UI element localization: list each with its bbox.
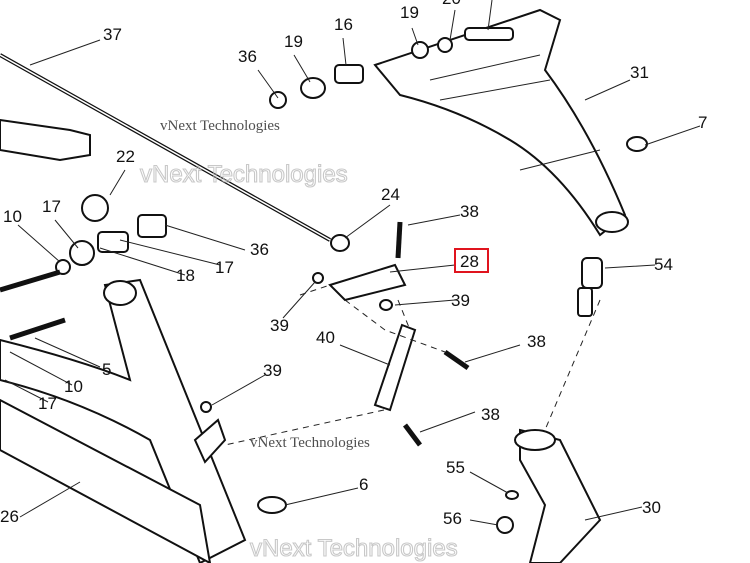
callout-38[interactable]: 38 xyxy=(460,202,479,221)
callout-54[interactable]: 54 xyxy=(654,255,673,274)
callout-17[interactable]: 17 xyxy=(42,197,61,216)
callout-39[interactable]: 39 xyxy=(451,291,470,310)
callout-19[interactable]: 19 xyxy=(400,3,419,22)
callout-16[interactable]: 16 xyxy=(334,15,353,34)
callout-28[interactable]: 28 xyxy=(460,252,479,271)
callout-39[interactable]: 39 xyxy=(270,316,289,335)
upper-a-arm-31 xyxy=(373,8,629,237)
callout-40[interactable]: 40 xyxy=(316,328,335,347)
watermark-outline-bottom: vNext Technologies xyxy=(250,535,458,562)
callout-31[interactable]: 31 xyxy=(630,63,649,82)
watermark-serif-bottom: vNext Technologies xyxy=(250,435,370,451)
callout-36[interactable]: 36 xyxy=(238,47,257,66)
callout-10[interactable]: 10 xyxy=(3,207,22,226)
callout-5[interactable]: 5 xyxy=(102,360,111,379)
bushing-stack-left xyxy=(0,194,167,341)
link-40 xyxy=(193,323,470,464)
callout-7[interactable]: 7 xyxy=(698,113,707,132)
callout-17[interactable]: 17 xyxy=(215,258,234,277)
tie-rod-37 xyxy=(0,53,331,242)
stabilizer-bracket-28 xyxy=(312,221,407,311)
shock-pin-54 xyxy=(577,257,603,317)
callout-38[interactable]: 38 xyxy=(481,405,500,424)
upper-bushings xyxy=(269,27,514,109)
callout-39[interactable]: 39 xyxy=(263,361,282,380)
callout-56[interactable]: 56 xyxy=(443,509,462,528)
highlight-box-28 xyxy=(454,248,489,273)
callout-36[interactable]: 36 xyxy=(250,240,269,259)
callout-20[interactable]: 20 xyxy=(442,0,461,8)
callout-18[interactable]: 18 xyxy=(176,266,195,285)
watermark-serif-top: vNext Technologies xyxy=(160,118,280,134)
callout-10[interactable]: 10 xyxy=(64,377,83,396)
callout-38[interactable]: 38 xyxy=(527,332,546,351)
callout-17[interactable]: 17 xyxy=(38,394,57,413)
callout-26[interactable]: 26 xyxy=(0,507,19,526)
lower-a-arm-left xyxy=(0,118,247,563)
callout-37[interactable]: 37 xyxy=(103,25,122,44)
callout-labels: 37 36 19 16 19 20 31 7 22 10 17 24 38 28… xyxy=(0,0,707,528)
callout-19[interactable]: 19 xyxy=(284,32,303,51)
leader-lines xyxy=(4,0,701,526)
callout-22[interactable]: 22 xyxy=(116,147,135,166)
watermark-outline-top: vNext Technologies xyxy=(140,161,348,188)
knuckle-30 xyxy=(257,136,648,563)
callout-24[interactable]: 24 xyxy=(381,185,400,204)
callout-55[interactable]: 55 xyxy=(446,458,465,477)
callout-30[interactable]: 30 xyxy=(642,498,661,517)
callout-6[interactable]: 6 xyxy=(359,475,368,494)
watermark: vNext Technologies vNext Technologies vN… xyxy=(139,118,458,563)
